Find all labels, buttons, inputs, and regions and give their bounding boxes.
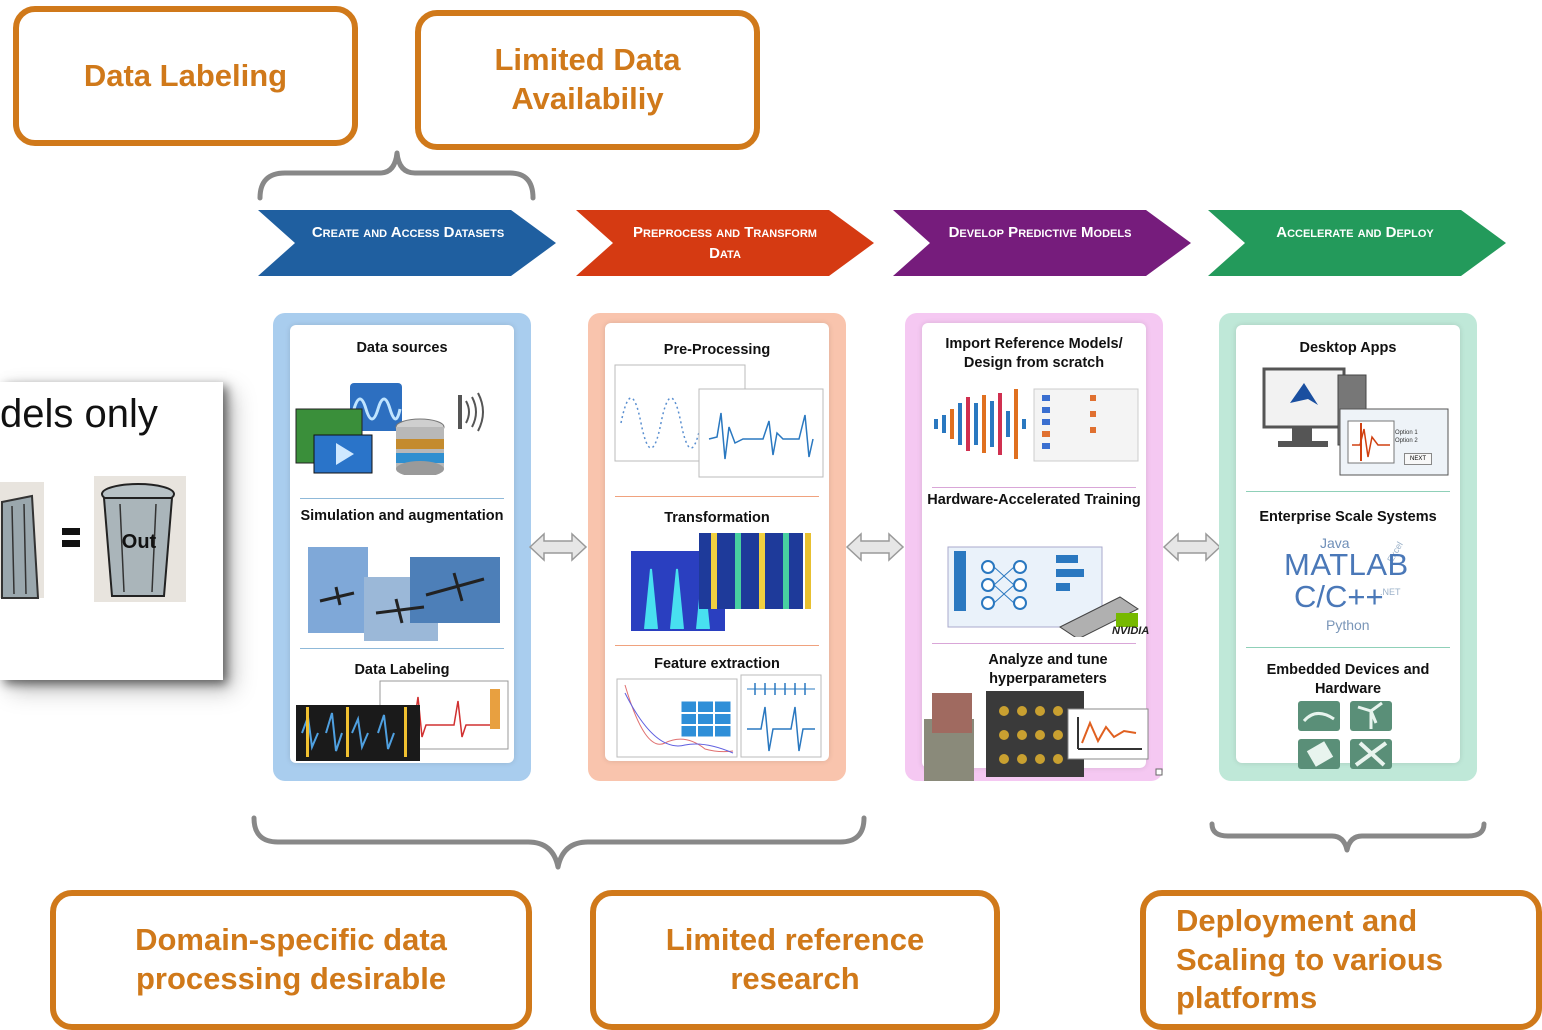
panel-datasets-card: Data sources Simulation and augmentation	[290, 325, 514, 763]
callout-limited-reference: Limited reference research	[590, 890, 1000, 1030]
slide-text: dels only	[0, 392, 158, 436]
stage-3-chevron	[893, 210, 1191, 276]
lang-cpp: C/C++	[1294, 579, 1384, 614]
stage-3-label: Develop Predictive Models	[948, 224, 1132, 241]
section-simulation: Simulation and augmentation	[300, 508, 504, 524]
data-sources-graphic	[295, 383, 484, 475]
hyperparameter-graphic	[924, 691, 1163, 781]
brace-top	[257, 150, 536, 201]
panel-preprocess: Pre-Processing Transformation Feature ex…	[588, 313, 846, 781]
divider	[932, 487, 1136, 488]
divider	[300, 648, 504, 649]
section-embedded: Embedded Devices and Hardware	[1266, 662, 1430, 697]
double-arrow-icon	[845, 532, 905, 562]
panel-deploy: Desktop Apps Option 1 Option 2 NEXT Ente…	[1219, 313, 1477, 781]
double-arrow-icon	[1162, 532, 1222, 562]
panel-preprocess-card: Pre-Processing Transformation Feature ex…	[605, 323, 829, 761]
option-list: Option 1 Option 2	[1395, 429, 1418, 446]
stage-4-label: Accelerate and Deploy	[1276, 224, 1434, 241]
stage-1-label: Create and Access Datasets	[311, 224, 505, 241]
next-button-graphic: NEXT	[1404, 453, 1432, 465]
trash-bin-icon	[0, 482, 44, 599]
section-data-sources: Data sources	[356, 340, 448, 356]
gpu-training-graphic	[947, 546, 1139, 637]
option-1: Option 1	[1395, 430, 1418, 436]
divider	[1246, 647, 1450, 648]
garbage-in-garbage-out-graphic: Out	[0, 476, 186, 602]
signal-plots-graphic	[614, 364, 824, 478]
stage-4-chevron	[1208, 210, 1506, 276]
background-slide: dels only Out	[0, 382, 223, 680]
stage-2-label: Preprocess and Transform Data	[633, 224, 817, 262]
panel-datasets: Data sources Simulation and augmentation	[273, 313, 531, 781]
panel-deploy-card: Desktop Apps Option 1 Option 2 NEXT Ente…	[1236, 325, 1460, 769]
option-2: Option 2	[1395, 438, 1418, 445]
lang-net: .NET	[1380, 587, 1401, 597]
features-graphic	[616, 674, 822, 758]
section-pre-processing: Pre-Processing	[663, 342, 771, 358]
labeling-graphic	[296, 680, 509, 761]
divider	[1246, 491, 1450, 492]
airplanes-graphic	[308, 547, 500, 641]
stage-2-chevron	[576, 210, 874, 276]
brace-bottom-right	[1209, 821, 1487, 853]
stage-1-chevron	[258, 210, 556, 276]
divider	[615, 645, 819, 646]
callout-limited-data: Limited Data Availabiliy	[415, 10, 760, 150]
nvidia-logo-text: NVIDIA	[1112, 625, 1150, 637]
section-transformation: Transformation	[664, 510, 770, 526]
network-design-graphic	[934, 388, 1139, 462]
spectrogram-graphic	[631, 533, 811, 631]
callout-domain-specific: Domain-specific data processing desirabl…	[50, 890, 532, 1030]
double-arrow-icon	[528, 532, 588, 562]
embedded-devices-graphic	[1298, 701, 1392, 769]
panel-models-card: Import Reference Models/ Design from scr…	[922, 323, 1163, 781]
lang-python: Python	[1326, 617, 1370, 633]
lang-java: Java	[1320, 535, 1350, 551]
divider	[932, 643, 1136, 644]
bin-out-label: Out	[122, 531, 157, 553]
brace-bottom-left	[251, 815, 867, 870]
equals-icon	[62, 528, 80, 547]
panel-models: Import Reference Models/ Design from scr…	[905, 313, 1163, 781]
lang-matlab: MATLAB	[1284, 547, 1409, 582]
callout-data-labeling: Data Labeling	[13, 6, 358, 146]
trash-bin-out-icon	[94, 476, 186, 602]
section-hyperparameters: Analyze and tune hyperparameters	[988, 652, 1108, 687]
section-data-labeling: Data Labeling	[354, 662, 450, 678]
section-import-models: Import Reference Models/ Design from scr…	[945, 336, 1123, 371]
section-enterprise: Enterprise Scale Systems	[1259, 509, 1437, 525]
divider	[300, 498, 504, 499]
section-hw-training: Hardware-Accelerated Training	[927, 492, 1141, 508]
section-feature-extraction: Feature extraction	[654, 656, 780, 672]
divider	[615, 496, 819, 497]
callout-deployment: Deployment and Scaling to various platfo…	[1140, 890, 1542, 1030]
workflow-chevrons	[258, 210, 1506, 276]
section-desktop-apps: Desktop Apps	[1299, 340, 1397, 356]
